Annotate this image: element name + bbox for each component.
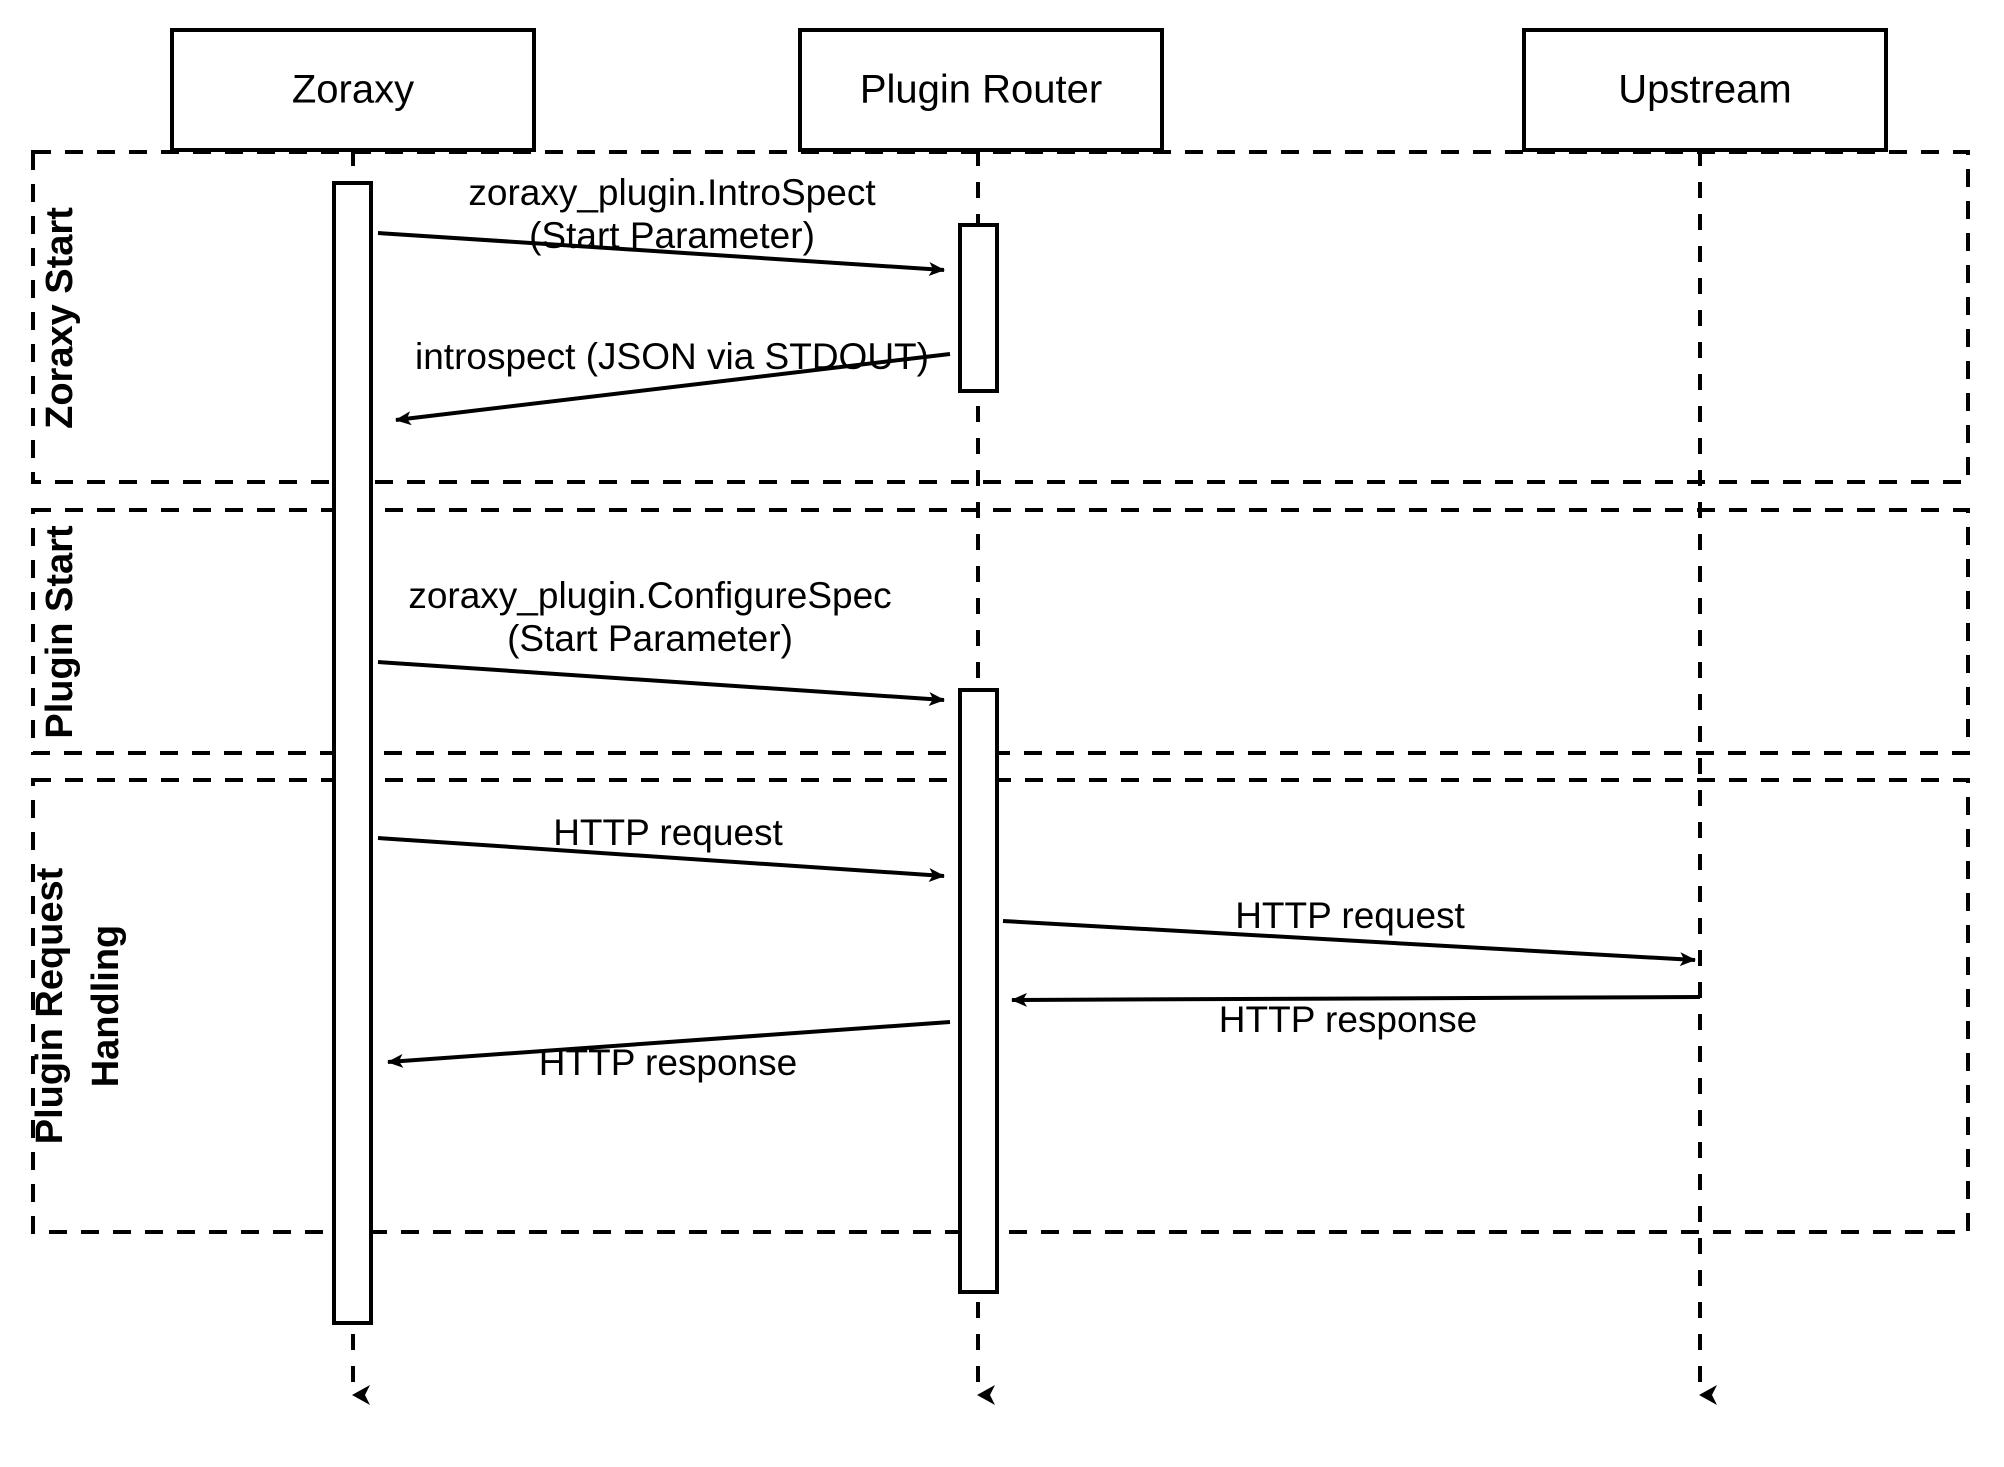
message-http-response-upstream-router-label: HTTP response	[1219, 999, 1477, 1040]
message-http-request-zoraxy-router: HTTP request	[377, 812, 945, 882]
frame-zoraxy-start-label: Zoraxy Start	[39, 207, 81, 429]
participant-zoraxy-box[interactable]	[170, 28, 536, 152]
message-introspect-call-label-line1: zoraxy_plugin.IntroSpect	[468, 172, 876, 213]
message-configurespec-call-label-line1: zoraxy_plugin.ConfigureSpec	[408, 575, 891, 616]
message-introspect-call-arrow	[377, 231, 945, 277]
frame-plugin-start: Plugin Start	[31, 508, 1970, 755]
participant-plugin-router-label: Plugin Router	[860, 68, 1102, 112]
frame-zoraxy-start-border	[31, 150, 1970, 484]
frame-plugin-start-label: Plugin Start	[39, 525, 81, 739]
message-configurespec-call-arrow	[377, 660, 945, 706]
activation-plugin-router-request	[958, 688, 999, 1294]
participant-upstream-label: Upstream	[1618, 68, 1791, 112]
message-http-request-router-upstream-arrow	[1002, 919, 1696, 967]
participant-plugin-router[interactable]: Plugin Router	[798, 28, 1164, 152]
message-configurespec-call-label-line2: (Start Parameter)	[507, 618, 793, 659]
participant-zoraxy-label: Zoraxy	[292, 68, 414, 112]
message-introspect-return-label: introspect (JSON via STDOUT)	[415, 336, 929, 377]
message-http-response-router-zoraxy-arrow	[387, 1020, 951, 1068]
frame-zoraxy-start: Zoraxy Start	[31, 150, 1970, 484]
message-http-request-router-upstream-label: HTTP request	[1235, 895, 1465, 936]
message-introspect-call-label-line2: (Start Parameter)	[529, 215, 815, 256]
participant-zoraxy[interactable]: Zoraxy	[170, 28, 536, 152]
message-introspect-return-arrow	[395, 352, 951, 426]
frame-plugin-request-handling: Plugin Request Handling	[29, 778, 1970, 1234]
activation-zoraxy	[332, 181, 373, 1325]
message-http-request-router-upstream: HTTP request	[1002, 895, 1696, 967]
message-http-response-router-zoraxy: HTTP response	[387, 1020, 951, 1083]
message-http-response-upstream-router-arrow	[1011, 992, 1701, 1007]
message-introspect-return: introspect (JSON via STDOUT)	[395, 336, 951, 426]
participant-plugin-router-box[interactable]	[798, 28, 1164, 152]
frame-plugin-request-handling-label-line2: Handling	[85, 925, 127, 1088]
message-introspect-call: zoraxy_plugin.IntroSpect (Start Paramete…	[377, 172, 945, 277]
activation-plugin-router-introspect	[958, 223, 999, 393]
participant-upstream-box[interactable]	[1522, 28, 1888, 152]
message-http-request-zoraxy-router-label: HTTP request	[553, 812, 783, 853]
frame-plugin-request-handling-label-line1: Plugin Request	[29, 867, 71, 1144]
message-http-response-upstream-router: HTTP response	[1011, 992, 1701, 1040]
message-http-request-zoraxy-router-arrow	[377, 836, 945, 882]
participant-upstream[interactable]: Upstream	[1522, 28, 1888, 152]
message-configurespec-call: zoraxy_plugin.ConfigureSpec (Start Param…	[377, 575, 945, 706]
frame-plugin-request-handling-border	[31, 778, 1970, 1234]
frame-plugin-start-border	[31, 508, 1970, 755]
